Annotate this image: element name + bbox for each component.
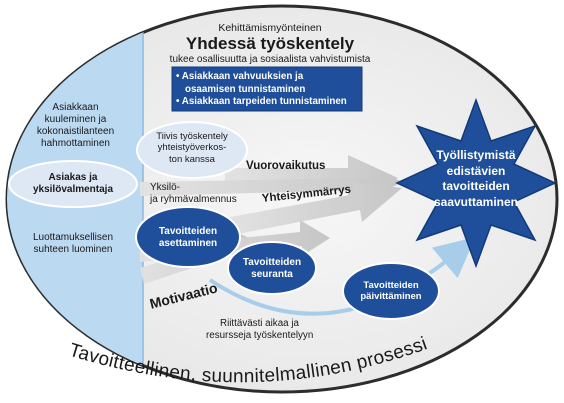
cooperation-line-3: ton kanssa (169, 153, 215, 165)
goal-star-line-2: edistävien (446, 163, 506, 178)
client-coach-text: Asiakas ja yksilövalmentaja (13, 172, 133, 196)
step-updating-text: Tavoitteiden päivittäminen (346, 280, 436, 303)
understanding-arrow (225, 182, 402, 236)
goal-star-line-1: Työllistymistä (436, 148, 516, 162)
step-setting-line-2: asettaminen (158, 238, 218, 249)
cooperation-text: Tiivis työskentely yhteistyöverkos- ton … (140, 131, 244, 165)
resources-line-2: resursseja työskentelyyn (206, 329, 314, 341)
step-updating-line-1: Tavoitteiden (363, 280, 419, 291)
step-monitoring-text: Tavoitteiden seuranta (232, 257, 312, 281)
left-top-line-3: kokonaistilanteen (36, 126, 115, 137)
left-bottom-text: Luottamuksellisen suhteen luominen (13, 232, 133, 256)
resources-line-1: Riittävästi aikaa ja (220, 318, 299, 329)
goal-star-text: Työllistymistä edistävien tavoitteiden s… (421, 148, 531, 210)
left-top-line-4: hahmottaminen (41, 138, 110, 149)
step-monitoring-line-2: seuranta (251, 269, 293, 280)
header-kicker: Kehittämismyönteinen (218, 22, 322, 34)
coaching-line-2: ja ryhmävalmennus (150, 194, 237, 205)
focus-item-1: • Asiakkaan vahvuuksien ja (176, 71, 304, 82)
cooperation-line-1: Tiivis työskentely (156, 131, 228, 142)
focus-box (171, 66, 363, 112)
step-ellipse-setting (135, 206, 241, 268)
goal-star-line-3: tavoitteiden (442, 179, 510, 194)
goal-star (395, 97, 557, 269)
left-top-line-1: Asiakkaan (52, 102, 99, 113)
interaction-label: Vuorovaikutus (246, 160, 326, 172)
step-ellipse-monitoring (227, 241, 317, 295)
resources-text: Riittävästi aikaa ja resursseja työskent… (206, 318, 356, 342)
client-coach-line-1: Asiakas ja (48, 172, 98, 183)
left-bottom-line-1: Luottamuksellisen (32, 232, 114, 243)
focus-item-1-cont: osaamisen tunnistaminen (185, 83, 306, 95)
left-bottom-line-2: suhteen luominen (33, 244, 113, 255)
step-monitoring-line-1: Tavoitteiden (242, 257, 302, 268)
cooperation-line-2: yhteistyöverkos- (157, 142, 227, 154)
focus-box-text: • Asiakkaan vahvuuksien ja osaamisen tun… (176, 71, 362, 109)
focus-item-2: • Asiakkaan tarpeiden tunnistaminen (176, 96, 347, 108)
step-setting-line-1: Tavoitteiden (158, 226, 218, 237)
step-setting-text: Tavoitteiden asettaminen (143, 226, 233, 250)
coaching-label: Yksilö- ja ryhmävalmennus (150, 182, 270, 206)
header-subtitle: tukee osallisuutta ja sosiaalista vahvis… (169, 54, 371, 65)
coaching-arrow (140, 166, 402, 198)
step-ellipse-updating (342, 262, 440, 320)
left-top-line-2: kuuleminen ja (44, 114, 107, 125)
client-coach-line-2: yksilövalmentaja (32, 184, 114, 195)
cooperation-ellipse (136, 121, 248, 179)
step-updating-line-2: päivittäminen (360, 291, 422, 303)
client-coach-ellipse (8, 160, 138, 208)
goal-star-line-4: saavuttaminen (433, 194, 519, 209)
left-top-text: Asiakkaan kuuleminen ja kokonaistilantee… (18, 102, 133, 150)
header-title: Yhdessä työskentely (185, 34, 355, 53)
coaching-line-1: Yksilö- (150, 182, 181, 193)
